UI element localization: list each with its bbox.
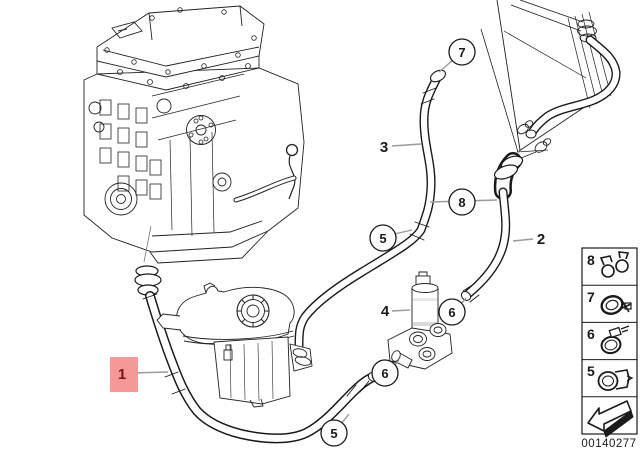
- clamp-7-label[interactable]: 7: [458, 45, 465, 60]
- clamp-8-label[interactable]: 8: [458, 195, 465, 210]
- callout-clamp-5-upper[interactable]: 5: [369, 224, 413, 252]
- expansion-tank-illustration: [156, 282, 313, 408]
- part-1-label[interactable]: 1: [118, 366, 126, 383]
- part-3-label[interactable]: 3: [380, 139, 388, 156]
- callout-part-4[interactable]: 4: [381, 303, 411, 320]
- legend-item-5[interactable]: 5: [587, 363, 634, 391]
- callout-part-3[interactable]: 3: [380, 139, 422, 156]
- spring-band-clamp-icon: [600, 295, 632, 315]
- worm-drive-clamp-icon: [600, 325, 630, 355]
- callout-clamp-6-upper[interactable]: 6: [438, 297, 467, 326]
- doc-number: 00140277: [581, 438, 636, 450]
- ear-clamp-pair-icon: [599, 251, 630, 278]
- callout-part-2[interactable]: 2: [512, 231, 545, 248]
- legend-item-6[interactable]: 6: [587, 325, 630, 355]
- legend-8-label: 8: [587, 252, 595, 268]
- legend-7-label: 7: [587, 289, 595, 305]
- engine-illustration: [83, 5, 305, 264]
- legend-item-8[interactable]: 8: [587, 251, 630, 278]
- clamp-6-label[interactable]: 6: [381, 366, 388, 381]
- clamp-5-label[interactable]: 5: [330, 426, 337, 441]
- hose-3-illustration: [294, 69, 446, 351]
- legend-6-label: 6: [587, 326, 595, 342]
- callout-clamp-5-lower[interactable]: 5: [320, 413, 350, 447]
- clamp-5-label[interactable]: 5: [379, 231, 386, 246]
- legend-item-arrow: [587, 400, 634, 438]
- part-2-label[interactable]: 2: [537, 231, 545, 248]
- legend-5-label: 5: [587, 363, 595, 379]
- water-valve-illustration: [387, 271, 453, 370]
- clamp-6-label[interactable]: 6: [448, 305, 455, 320]
- radiator-illustration: [480, 0, 612, 164]
- callout-clamp-6-lower[interactable]: 6: [371, 359, 400, 387]
- hose-1-illustration: [134, 265, 379, 444]
- part-1-highlight-box[interactable]: [110, 357, 138, 392]
- direction-arrow-icon: [587, 400, 634, 438]
- part-4-label[interactable]: 4: [381, 303, 390, 320]
- legend-item-7[interactable]: 7: [587, 289, 632, 316]
- callout-clamp-7[interactable]: 7: [438, 38, 476, 73]
- hose-coupling-clamp-icon: [597, 369, 634, 391]
- callout-part-1[interactable]: 1: [110, 357, 169, 392]
- hose-2-illustration: [460, 35, 621, 303]
- legend-panel: 8 7 6: [581, 247, 638, 438]
- callout-clamp-8[interactable]: 8: [429, 188, 498, 216]
